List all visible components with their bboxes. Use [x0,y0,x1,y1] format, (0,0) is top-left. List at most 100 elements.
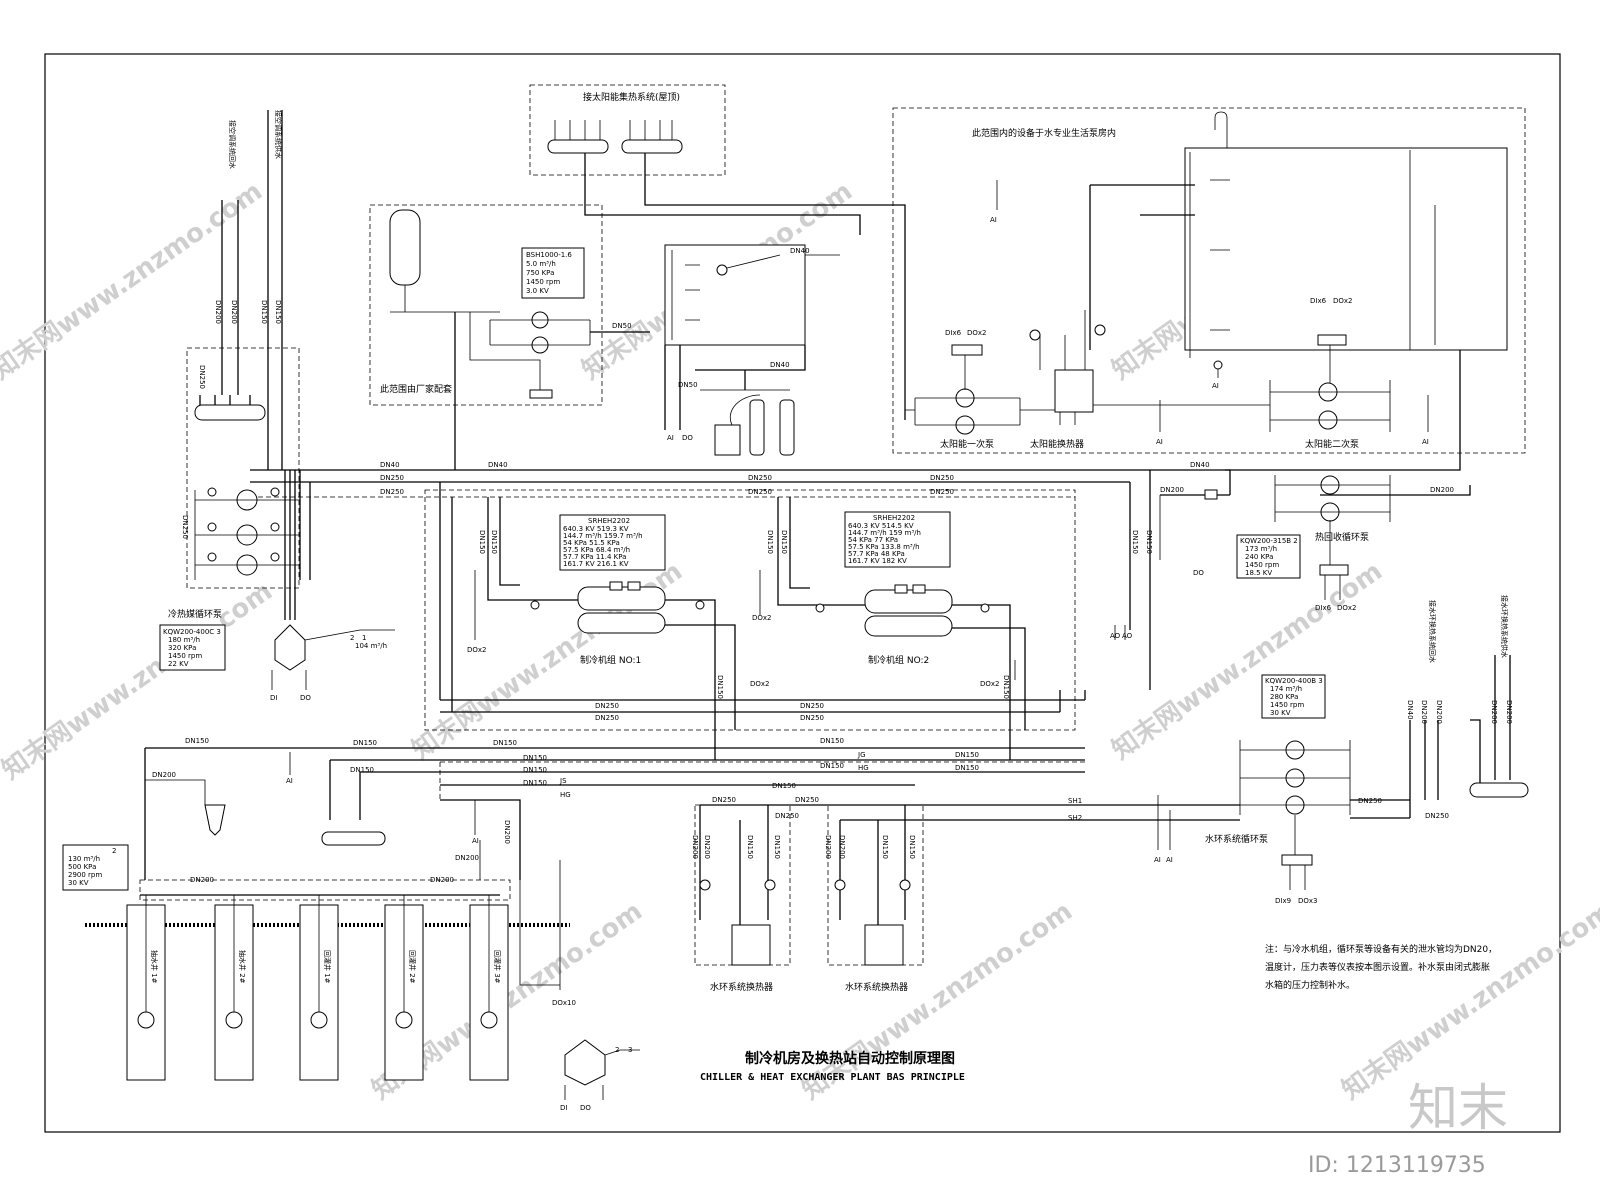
pipe-label-vert: DN250 [198,365,206,389]
spec-line: 57.5 KPa 133.8 m³/h [848,543,920,551]
sensor-lines-low [289,752,481,880]
signal-dox2-c2: DOx2 [980,680,1000,688]
spec-line: 1450 rpm [1270,701,1304,709]
pipe-label-vert: DN150 [746,835,754,859]
tank1-meter: 104 m³/h [355,642,387,650]
pipe-label: DN250 [380,474,404,482]
pipe-label-vert: DN150 [274,300,282,324]
water-loop-risers: 接水环换热系统回水 接水环换热系统供水 DN40 DN200 DN200 DN2… [1358,595,1529,820]
chiller-1-label: 制冷机组 NO:1 [580,654,641,666]
pipe-label-vert: DN150 [1002,675,1010,699]
spec-line: 1450 rpm [1245,561,1279,569]
signal-di-left: DI [270,694,277,702]
pipe-label: DN250 [800,702,824,710]
pipe-label: DN40 [380,461,400,469]
signal-dox2-solar1: DOx2 [967,329,987,337]
pipe-label: DN250 [748,474,772,482]
pipe-label-vert: DN200 [214,300,222,324]
spec-line: 54 KPa 77 KPa [848,536,898,544]
spec-line: 180 m³/h [168,636,200,644]
pipe-label: DN150 [820,737,844,745]
pipe-label-vert: DN150 [478,530,486,554]
brand-mark: 知末 [1408,1079,1508,1137]
signal-do-left: DO [300,694,311,702]
signal-do-bottom: DO [580,1104,591,1112]
pipe-label-vert: DN150 [1145,530,1153,554]
pipe-label: DN150 [185,737,209,745]
well-2 [214,895,254,1081]
signal-dox2-solar2: DOx2 [1333,297,1353,305]
solar-manifolds [547,120,906,420]
tank1-meter: 1 [362,634,366,642]
pipe-label: DN40 [488,461,508,469]
solar-hx-label: 太阳能换热器 [1030,438,1084,450]
spec-box-chiller-1: SRHEH2202 640.3 KV 519.3 KV 144.7 m³/h 1… [559,514,666,571]
pipe-label: DN250 [795,796,819,804]
signal-di-bottom: DI [560,1104,567,1112]
spec-line: 1450 rpm [526,278,560,286]
zone-vendor [369,204,603,406]
pipe-label: DN200 [152,771,176,779]
spec-line: 320 KPa [168,644,196,652]
pipe-label-vert: DN150 [260,300,268,324]
note-line-2: 温度计，压力表等仪表按本图示设置。补水泵由闭式膨胀 [1265,961,1490,973]
spec-line: 144.7 m³/h 159 m³/h [848,529,921,537]
spec-line: 640.3 KV 519.3 KV [563,525,629,533]
well-3 [299,895,339,1081]
pipe-label: DN200 [1430,486,1454,494]
signal-ai-low1: AI [286,777,293,785]
pipe-label-vert: DN200 [1490,700,1498,724]
ac-riser-pipes: 接空调系统回水 接空调系统供水 [194,110,283,470]
pipe-label-vert: DN150 [773,835,781,859]
signal-ai-tank: AI [667,434,674,442]
pipe-label: DN150 [350,766,374,774]
chiller-lower-headers [439,482,1086,713]
page-subtitle: CHILLER & HEAT EXCHANGER PLANT BAS PRINC… [700,1072,965,1083]
pipe-label: DN250 [595,714,619,722]
chiller-sensor-lines [474,570,1126,680]
pipe-label-vert: DN200 [1505,700,1513,724]
note-line-1: 注：与冷水机组，循环泵等设备有关的泄水管均为DN20， [1265,943,1497,955]
pipe-label-dn200: DN200 [455,854,479,862]
pipe-label-vert: DN150 [908,835,916,859]
signal-do-tank: DO [682,434,693,442]
signal-dox10: DOx10 [552,999,576,1007]
pipe-label-dn50b: DN50 [678,381,698,389]
id-label: ID: 1213119735 [1308,1153,1486,1178]
pipe-label: DN150 [955,764,979,772]
pipe-label: DN150 [353,739,377,747]
chiller-2 [777,497,1026,760]
signal-dix6-solar1: DIx6 [945,329,962,337]
signal-dox2-hr: DOx2 [1337,604,1357,612]
spec-line: BSH1000-1.6 [526,251,572,259]
spec-box-cold-heat-pump: KQW200-400C 3 180 m³/h 320 KPa 1450 rpm … [159,624,226,671]
pipe-label-vert: DN150 [780,530,788,554]
well-1 [126,895,166,1081]
spec-line: KQW200-315B 2 [1240,537,1298,545]
spec-line: KQW200-400B 3 [1265,677,1323,685]
pipe-label: DN150 [523,779,547,787]
pipe-label: DN250 [800,714,824,722]
signal-ai-solar2: AI [1422,438,1429,446]
pipe-label: DN150 [955,751,979,759]
tank1-meter: 2 [350,634,354,642]
pipe-label: DN250 [775,812,799,820]
spec-box-well-pump: 2 130 m³/h 500 KPa 2900 rpm 30 KV [62,844,129,891]
heat-recovery-pumps [1159,475,1391,600]
signal-ai-solar: AI [1156,438,1163,446]
spec-line: 280 KPa [1270,693,1298,701]
signal-ai-wl2: AI [1166,856,1173,864]
pipe-label: DN150 [523,766,547,774]
chiller-1 [487,497,736,760]
pipe-label-vert: DN200 [824,835,832,859]
wl-heat-exchangers: DN250 DN250 DN250 DN150 DN200 DN200 DN15… [691,782,916,966]
pipe-label-vert: DN200 [838,835,846,859]
water-loop-pumps [700,740,1410,890]
spec-line: 750 KPa [526,269,554,277]
pipe-label-sh2: SH2 [1068,814,1082,822]
pipe-label-sh1: SH1 [1068,797,1082,805]
pipe-label-vert: DN200 [1420,700,1428,724]
note-line-3: 水箱的压力控制补水。 [1265,979,1355,991]
vendor-equipment: DN50 [389,209,650,470]
